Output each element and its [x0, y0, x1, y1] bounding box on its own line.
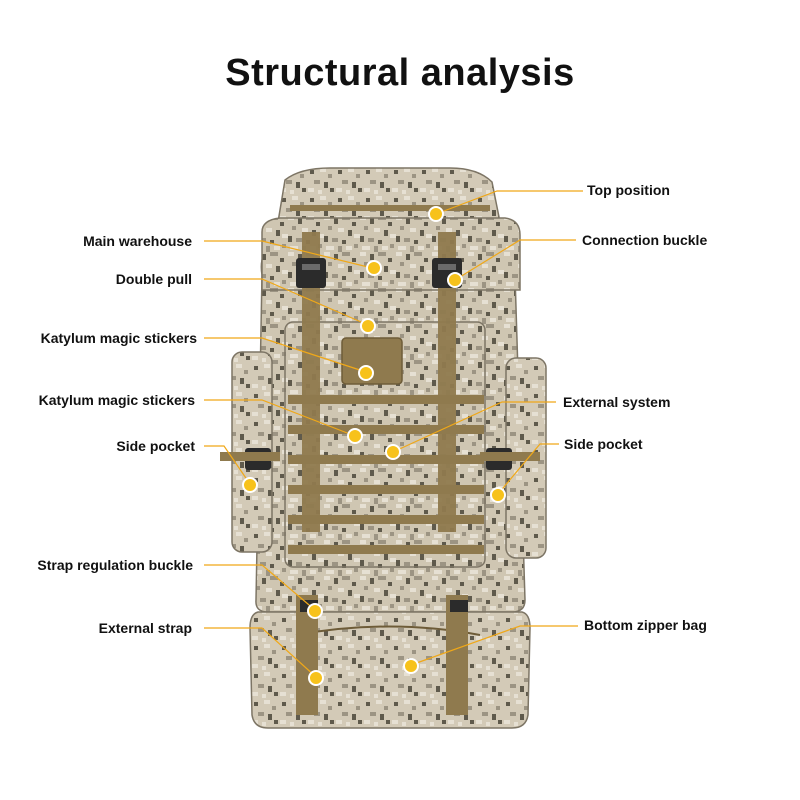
marker-katylum-1: [358, 365, 374, 381]
label-bottom-zipper-bag: Bottom zipper bag: [584, 617, 707, 633]
marker-main-warehouse: [366, 260, 382, 276]
marker-katylum-2: [347, 428, 363, 444]
marker-external-system: [385, 444, 401, 460]
label-katylum-magic-stickers-2: Katylum magic stickers: [38, 392, 195, 408]
label-top-position: Top position: [587, 182, 670, 198]
marker-side-pocket-right: [490, 487, 506, 503]
leader-lines: [204, 190, 583, 678]
marker-external-strap: [308, 670, 324, 686]
marker-connection-buckle: [447, 272, 463, 288]
label-side-pocket-left: Side pocket: [116, 438, 195, 454]
label-external-strap: External strap: [98, 620, 192, 636]
label-double-pull: Double pull: [115, 271, 192, 287]
marker-bottom-zipper-bag: [403, 658, 419, 674]
callout-markers: [242, 206, 506, 686]
label-katylum-magic-stickers-1: Katylum magic stickers: [40, 330, 197, 346]
label-side-pocket-right: Side pocket: [564, 436, 643, 452]
marker-strap-regulation-buckle: [307, 603, 323, 619]
label-strap-regulation-buckle: Strap regulation buckle: [37, 557, 193, 573]
page-title: Structural analysis: [225, 52, 575, 94]
marker-side-pocket-left: [242, 477, 258, 493]
label-main-warehouse: Main warehouse: [83, 233, 192, 249]
label-external-system: External system: [563, 394, 671, 410]
marker-double-pull: [360, 318, 376, 334]
label-connection-buckle: Connection buckle: [582, 232, 708, 248]
marker-top-position: [428, 206, 444, 222]
